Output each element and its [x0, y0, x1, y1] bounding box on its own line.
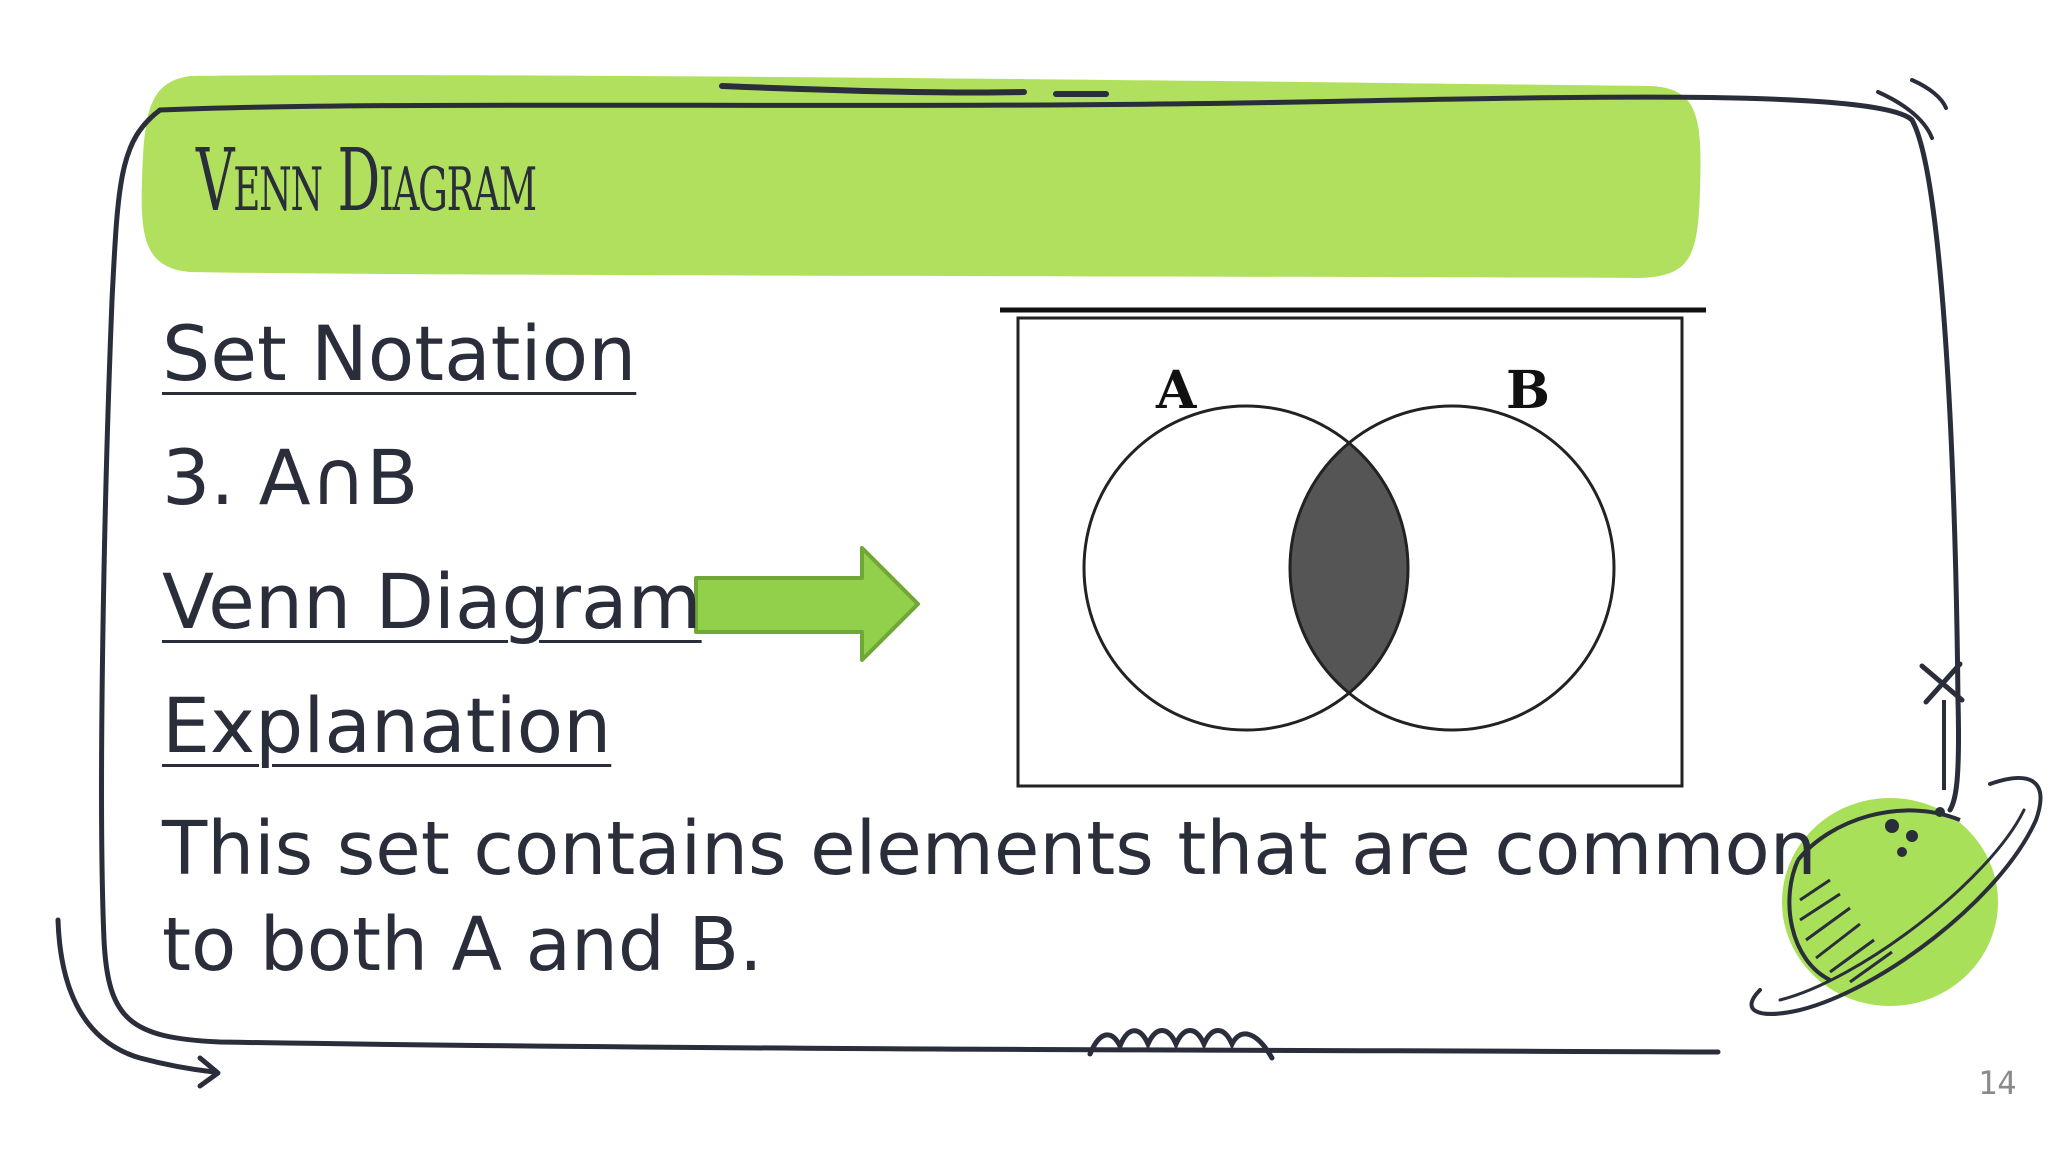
- zigzag: [1087, 1028, 1275, 1061]
- page-number: 14: [1978, 1064, 2017, 1102]
- notation-value: 3. A∩B: [162, 433, 419, 522]
- venn-intersection: [1290, 406, 1408, 730]
- venn-diagram: A B: [1016, 316, 1684, 788]
- venn-circle-a: [1082, 404, 1410, 732]
- heading-venn-diagram: Venn Diagram: [162, 557, 702, 646]
- title-banner: [141, 75, 1701, 278]
- star-cross-icon: [1919, 661, 1965, 790]
- curl-arrow-head: [197, 1055, 221, 1089]
- slide-title: Venn Diagram: [196, 131, 537, 231]
- arrow-right-icon: [694, 546, 920, 662]
- heading-set-notation: Set Notation: [162, 309, 637, 398]
- venn-label-b: B: [1506, 360, 1550, 421]
- heading-explanation: Explanation: [162, 681, 612, 770]
- venn-label-a: A: [1155, 360, 1197, 421]
- explanation-line-2: to both A and B.: [162, 902, 763, 988]
- frame-outline: [157, 94, 1962, 813]
- planet-icon: [1749, 776, 2043, 1016]
- explanation-line-1: This set contains elements that are comm…: [162, 806, 1817, 892]
- venn-circle-b: [1288, 404, 1616, 732]
